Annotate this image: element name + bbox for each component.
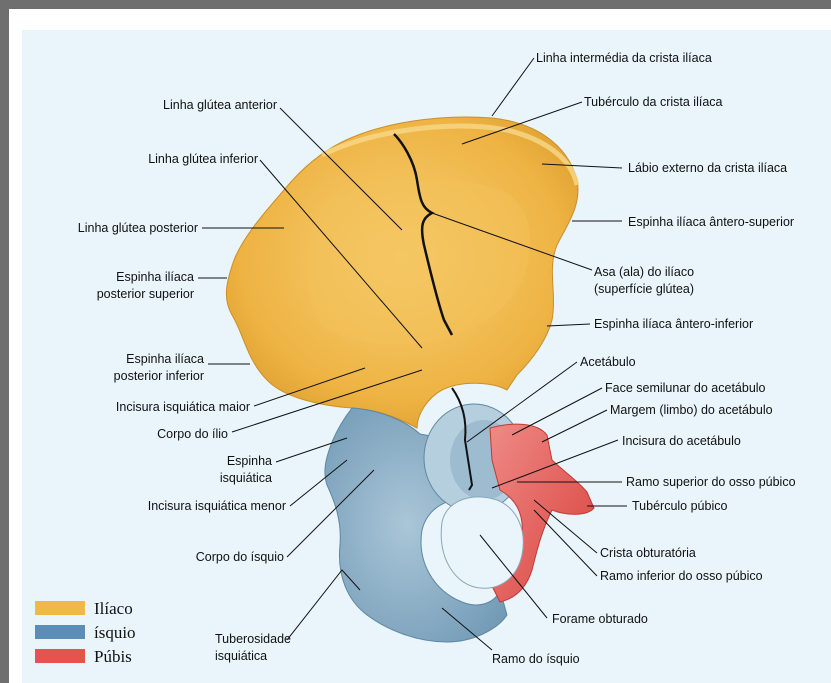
- label-linha-glutea-posterior: Linha glútea posterior: [78, 221, 198, 235]
- label-espinha-post-inf-line1: Espinha ilíaca: [126, 352, 204, 366]
- label-tuberculo-crista: Tubérculo da crista ilíaca: [584, 95, 723, 109]
- label-tuberculo-pubico: Tubérculo púbico: [632, 499, 727, 513]
- label-espinha-isquiatica-line1: Espinha: [227, 454, 272, 468]
- label-face-semilunar: Face semilunar do acetábulo: [605, 381, 766, 395]
- label-asa-line1: Asa (ala) do ilíaco: [594, 265, 694, 279]
- label-ramo-inferior: Ramo inferior do osso púbico: [600, 569, 763, 583]
- legend-label-ilium: Ilíaco: [94, 599, 133, 618]
- label-espinha-isquiatica-line2: isquiática: [220, 471, 272, 485]
- hip-bone-diagram: Ilíaco ísquio Púbis Linha intermédia da …: [22, 30, 831, 683]
- label-incisura-maior: Incisura isquiática maior: [116, 400, 250, 414]
- label-espinha-post-sup-line2: posterior superior: [97, 287, 194, 301]
- label-incisura-menor: Incisura isquiática menor: [148, 499, 286, 513]
- legend-label-ischium: ísquio: [94, 623, 136, 642]
- diagram-panel: Ilíaco ísquio Púbis Linha intermédia da …: [22, 30, 831, 683]
- label-tuberosidade-line1: Tuberosidade: [215, 632, 291, 646]
- label-labio-externo: Lábio externo da crista ilíaca: [628, 161, 787, 175]
- label-corpo-isquio: Corpo do ísquio: [196, 550, 284, 564]
- label-corpo-ilio: Corpo do ílio: [157, 427, 228, 441]
- label-ramo-isquio: Ramo do ísquio: [492, 652, 580, 666]
- label-asa-line2: (superfície glútea): [594, 282, 694, 296]
- label-linha-intermedia: Linha intermédia da crista ilíaca: [536, 51, 712, 65]
- label-linha-glutea-anterior: Linha glútea anterior: [163, 98, 277, 112]
- label-linha-glutea-inferior: Linha glútea inferior: [148, 152, 258, 166]
- label-margem: Margem (limbo) do acetábulo: [610, 403, 773, 417]
- label-ramo-superior: Ramo superior do osso púbico: [626, 475, 796, 489]
- label-tuberosidade-line2: isquiática: [215, 649, 267, 663]
- label-acetabulo: Acetábulo: [580, 355, 636, 369]
- label-incisura-acetabulo: Incisura do acetábulo: [622, 434, 741, 448]
- legend-swatch-pubis: [35, 649, 85, 663]
- legend-label-pubis: Púbis: [94, 647, 132, 666]
- legend-swatch-ischium: [35, 625, 85, 639]
- label-espinha-post-inf-line2: posterior inferior: [114, 369, 204, 383]
- label-espinha-post-sup-line1: Espinha ilíaca: [116, 270, 194, 284]
- label-espinha-antero-inferior: Espinha ilíaca ântero-inferior: [594, 317, 753, 331]
- legend-swatch-ilium: [35, 601, 85, 615]
- label-espinha-antero-superior: Espinha ilíaca ântero-superior: [628, 215, 794, 229]
- label-forame-obturado: Forame obturado: [552, 612, 648, 626]
- label-crista-obturatoria: Crista obturatória: [600, 546, 696, 560]
